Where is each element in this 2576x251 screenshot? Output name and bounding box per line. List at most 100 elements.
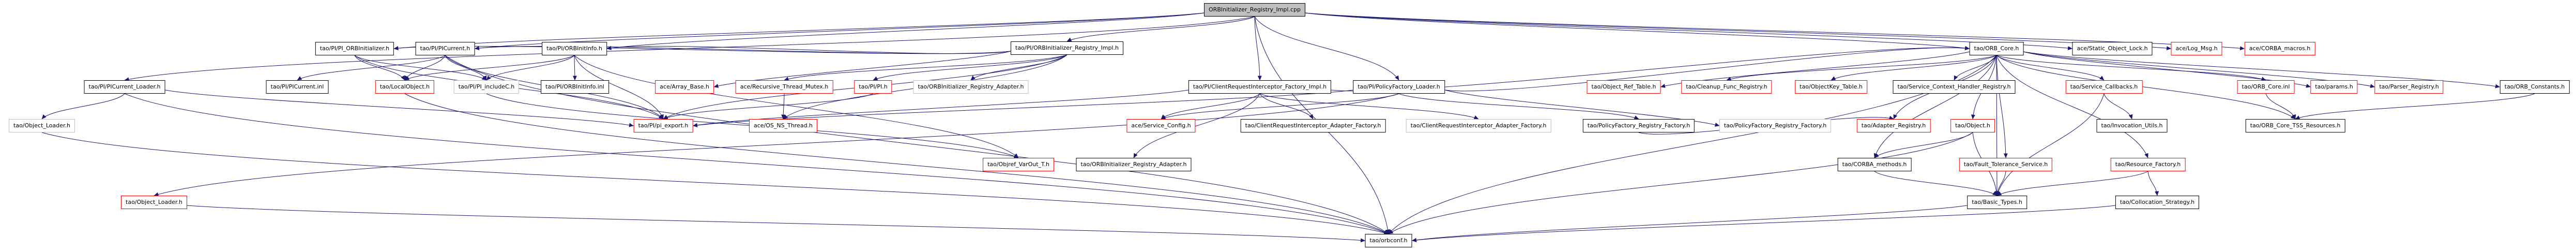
include-edge-orbcore-to-orbcoreinl [1996,55,2266,81]
graph-node-orbconf[interactable]: tao/orbconf.h [1365,234,1412,247]
include-edge-resfactory-to-collocstrategy [2147,171,2159,196]
include-edge-svccallbacks-to-basictypes [1996,93,2105,196]
graph-node-pih[interactable]: tao/PI/PI.h [854,80,892,94]
graph-node-schr[interactable]: tao/Service_Context_Handler_Registry.h [1893,80,2016,94]
graph-node-objloaderred[interactable]: tao/Object_Loader.h [121,196,187,209]
graph-node-params[interactable]: tao/params.h [2310,80,2358,94]
include-edge-pfloader-to-orbcore [1444,46,1970,92]
include-edge-regimplh-to-pih [873,54,1068,81]
include-edge-basictypes-to-orbconf [1412,205,1968,242]
include-edge-orbinitinfo-to-piincludec [486,55,575,81]
include-edge-pfloader-to-pfregfact1 [1398,93,1639,120]
graph-node-collocstrategy[interactable]: tao/Collocation_Strategy.h [2115,196,2200,209]
include-edge-picurrent-to-orbconf [445,55,1389,234]
graph-node-orbcoreinl[interactable]: tao/ORB_Core.inl [2237,80,2295,94]
include-edge-objloaderred-to-orbconf [187,205,1365,243]
include-edge-crifactimpl-to-piexport [693,90,1189,127]
include-edge-crifactimpl-to-criadfact1 [1259,93,1314,120]
graph-node-piexport[interactable]: tao/PI/pi_export.h [633,119,693,132]
include-edge-orbinitinfo-to-orbinitinfoinl [572,55,577,81]
graph-node-staticlock[interactable]: ace/Static_Object_Lock.h [2072,42,2153,55]
include-edge-orbcore-to-orbcoretss [1996,55,2296,120]
include-edge-crifactimpl-to-criadfact2 [1259,93,1479,120]
include-edge-orbcore-to-orbconstants [2023,51,2500,88]
include-edge-root-to-logmsg [1305,12,2171,51]
include-edge-picurrent-to-picurinl [297,55,446,81]
graph-node-recmutex[interactable]: ace/Recursive_Thread_Mutex.h [735,80,833,94]
include-edge-orbconstants-to-orbcoretss [2295,93,2535,120]
graph-node-orbinitinfoinl[interactable]: tao/PI/ORBInitInfo.inl [541,80,609,94]
graph-node-picurrent[interactable]: tao/PI/PICurrent.h [415,42,475,55]
graph-node-basictypes[interactable]: tao/Basic_Types.h [1967,196,2027,209]
include-edge-orbinitinfo-to-piexport [574,55,664,120]
graph-node-piincludec: tao/PI/PI_includeC.h [453,80,520,94]
graph-node-crifactimpl[interactable]: tao/PI/ClientRequestInterceptor_Factory_… [1188,80,1332,94]
graph-node-orbcoretss[interactable]: tao/ORB_Core_TSS_Resources.h [2245,119,2345,132]
graph-node-cleanupfunc[interactable]: tao/Cleanup_Func_Registry.h [1681,80,1772,94]
graph-node-resfactory[interactable]: tao/Resource_Factory.h [2110,158,2186,171]
include-edge-root-to-pfloader [1254,16,1399,81]
graph-node-regimplh[interactable]: tao/PI/ORBInitializer_Registry_Impl.h [1011,41,1123,55]
graph-node-arraybase[interactable]: ace/Array_Base.h [655,80,714,94]
graph-node-picurinl[interactable]: tao/PI/PICurrent.inl [266,80,329,94]
graph-node-pi_orbinit[interactable]: tao/PI/PI_ORBInitializer.h [315,42,394,55]
include-edge-pfloader-to-svcconfig [1161,93,1399,120]
graph-node-root: ORBInitializer_Registry_Impl.cpp [1204,3,1305,17]
include-edge-root-to-staticlock [1305,12,2072,51]
graph-node-regadapterblack[interactable]: tao/ORBInitializer_Registry_Adapter.h [1076,158,1192,171]
include-edge-resfactory-to-basictypes [1996,171,2148,196]
include-edge-root-to-orbcore [1305,12,1970,50]
include-edge-objecth-to-orbconf [1388,132,1973,234]
graph-node-pfregfact1[interactable]: tao/PolicyFactory_Registry_Factory.h [1582,119,1695,132]
graph-node-osnsthread[interactable]: ace/OS_NS_Thread.h [749,119,818,132]
include-edge-orbinitinfo-to-localobject [404,55,575,81]
include-edge-localobject-to-orbconf [404,93,1389,234]
graph-node-pfloader[interactable]: tao/PI/PolicyFactory_Loader.h [1353,80,1445,94]
graph-node-localobject[interactable]: tao/LocalObject.h [375,80,435,94]
include-edge-orbcore-to-svccallbacks [1996,55,2105,81]
include-edge-orbcore-to-schr [1954,55,1997,81]
include-edge-pi_orbinit-to-localobject [354,55,405,81]
include-edge-root-to-regimplh [1066,16,1255,42]
graph-node-svcconfig[interactable]: ace/Service_Config.h [1126,119,1196,132]
graph-node-adapterreg[interactable]: tao/Adapter_Registry.h [1856,119,1931,132]
include-edge-objecth-to-corbamethods [1874,132,1973,158]
graph-node-objreftable[interactable]: tao/Object_Ref_Table.h [1587,80,1661,94]
include-edge-orbcore-to-resfactory [1996,55,2148,158]
include-edge-orbcore-to-faulttol [1996,55,2008,158]
include-edge-regimplh-to-recmutex [784,54,1068,81]
include-edge-picurloader-to-orbconf [124,93,1389,234]
graph-node-picurloader[interactable]: tao/PI/PICurrent_Loader.h [84,80,165,94]
graph-node-objrefvarout[interactable]: tao/Objref_VarOut_T.h [983,158,1054,171]
graph-node-corbamethods[interactable]: tao/CORBA_methods.h [1837,158,1912,171]
include-edge-orbcore-to-cleanupfunc [1726,55,1997,81]
include-edge-root-to-crifactimpl [1254,16,1262,81]
graph-node-objecth[interactable]: tao/Object.h [1950,119,1995,132]
graph-node-objloadergray: tao/Object_Loader.h [9,119,75,132]
graph-node-faulttol[interactable]: tao/Fault_Tolerance_Service.h [1959,158,2053,171]
graph-node-logmsg[interactable]: ace/Log_Msg.h [2171,42,2222,55]
graph-node-orbconstants[interactable]: tao/ORB_Constants.h [2499,80,2570,94]
include-edge-crifactimpl-to-svcconfig [1161,93,1260,120]
include-edge-pfloader-to-objloaderred [154,93,1399,197]
graph-node-objectkeytable[interactable]: tao/ObjectKey_Table.h [1795,80,1867,94]
include-edge-collocstrategy-to-orbconf [1412,205,2116,242]
include-edge-regimplh-to-orbinitinfo [606,46,1011,54]
include-edge-svccallbacks-to-invutils [2104,93,2133,120]
graph-node-criadfact2: tao/ClientRequestInterceptor_Adapter_Fac… [1406,119,1551,132]
graph-node-orbinitinfo[interactable]: tao/PI/ORBInitInfo.h [542,42,607,55]
include-edge-orbcore-to-corbamethods [1873,55,1997,158]
graph-node-criadfact1[interactable]: tao/ClientRequestInterceptor_Adapter_Fac… [1240,119,1386,132]
include-edge-pi_orbinit-to-piincludec [354,55,487,81]
include-edge-picurrent-to-piincludec [445,55,487,81]
graph-node-svccallbacks[interactable]: tao/Service_Callbacks.h [2065,80,2143,94]
graph-node-invutils[interactable]: tao/Invocation_Utils.h [2096,119,2168,132]
graph-node-corbamacros[interactable]: ace/CORBA_macros.h [2244,42,2315,55]
include-edge-objloadergray-to-orbconf [41,132,1389,235]
include-edge-corbamethods-to-basictypes [1874,171,1998,196]
include-edge-root-to-corbamacros [1305,12,2245,51]
graph-node-orbcore[interactable]: tao/ORB_Core.h [1969,42,2024,55]
graph-node-regadaptergray: tao/ORBInitializer_Registry_Adapter.h [913,80,1029,94]
graph-node-parserreg[interactable]: tao/Parser_Registry.h [2374,80,2444,94]
